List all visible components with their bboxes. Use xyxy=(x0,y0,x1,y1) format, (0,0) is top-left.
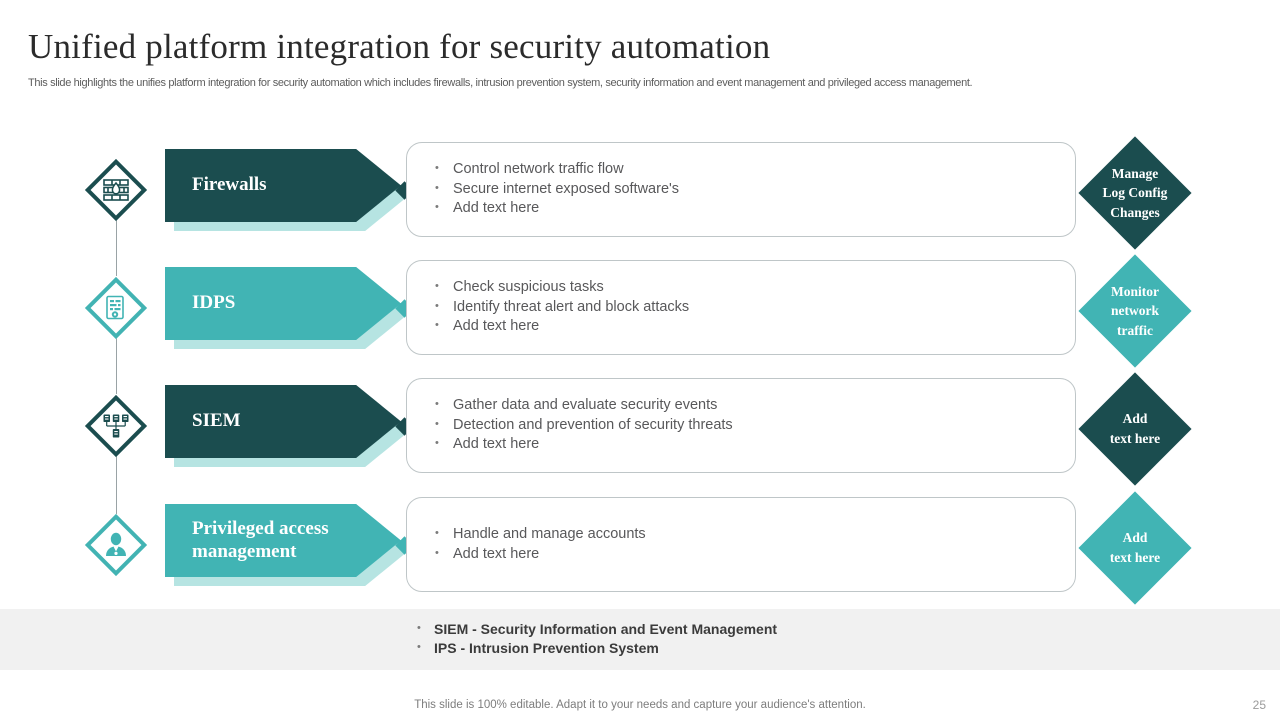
bullet-card: Control network traffic flow Secure inte… xyxy=(406,142,1076,237)
list-item: Detection and prevention of security thr… xyxy=(429,415,1075,436)
network-servers-icon xyxy=(84,394,148,458)
outcome-badge: Monitor network traffic xyxy=(1078,254,1192,368)
legend-item: SIEM - Security Information and Event Ma… xyxy=(412,619,777,639)
list-item: Control network traffic flow xyxy=(429,159,1075,180)
outcome-badge: Add text here xyxy=(1078,491,1192,605)
stage-arrow-privileged-access-management[interactable]: Privileged access management xyxy=(165,504,410,586)
process-row: IDPS Check suspicious tasks Identify thr… xyxy=(0,249,1280,368)
list-item: Secure internet exposed software's xyxy=(429,179,1075,200)
badge-text: Manage Log Config Changes xyxy=(1081,139,1189,247)
arrow-body: Firewalls xyxy=(165,149,401,222)
list-item: Check suspicious tasks xyxy=(429,277,1075,298)
bullet-card: Check suspicious tasks Identify threat a… xyxy=(406,260,1076,355)
footer-note: This slide is 100% editable. Adapt it to… xyxy=(414,699,866,711)
badge-line: Monitor xyxy=(1111,283,1159,299)
badge-line: Manage xyxy=(1111,165,1159,181)
list-item: Add text here xyxy=(429,544,1075,565)
privileged-user-icon xyxy=(84,513,148,577)
badge-text: Add text here xyxy=(1081,494,1189,602)
outcome-badge: Add text here xyxy=(1078,372,1192,486)
intrusion-detection-glyph xyxy=(86,278,146,338)
bullet-list: Control network traffic flow Secure inte… xyxy=(429,159,1075,219)
firewall-icon xyxy=(84,158,148,222)
connector-line xyxy=(116,220,117,276)
outcome-badge: Manage Log Config Changes xyxy=(1078,136,1192,250)
badge-line: Add xyxy=(1122,411,1148,427)
badge-line: Changes xyxy=(1110,204,1160,220)
badge-text: Monitor network traffic xyxy=(1081,257,1189,365)
badge-line: Log Config xyxy=(1102,185,1168,201)
list-item: Add text here xyxy=(429,434,1075,455)
list-item: Add text here xyxy=(429,316,1075,337)
badge-line: text here xyxy=(1109,550,1161,565)
badge-line: text here xyxy=(1109,431,1161,446)
process-row: SIEM Gather data and evaluate security e… xyxy=(0,367,1280,486)
bullet-card: Gather data and evaluate security events… xyxy=(406,378,1076,473)
firewall-glyph xyxy=(86,160,146,220)
bullet-list: Handle and manage accounts Add text here xyxy=(429,524,1075,565)
arrow-body: SIEM xyxy=(165,385,401,458)
badge-line: network xyxy=(1111,303,1159,319)
bullet-card: Handle and manage accounts Add text here xyxy=(406,497,1076,592)
arrow-label: SIEM xyxy=(192,410,241,432)
page-title: Unified platform integration for securit… xyxy=(28,27,771,66)
arrow-label: IDPS xyxy=(192,292,236,314)
connector-line xyxy=(116,338,117,394)
bullet-list: Gather data and evaluate security events… xyxy=(429,395,1075,455)
list-item: Identify threat alert and block attacks xyxy=(429,297,1075,318)
arrow-label: Firewalls xyxy=(192,174,267,196)
badge-text: Add text here xyxy=(1081,375,1189,483)
legend-item: IPS - Intrusion Prevention System xyxy=(412,638,777,658)
privileged-user-glyph xyxy=(86,515,146,575)
stage-arrow-firewalls[interactable]: Firewalls xyxy=(165,149,410,231)
list-item: Gather data and evaluate security events xyxy=(429,395,1075,416)
page-number: 25 xyxy=(1252,698,1266,712)
bullet-list: Check suspicious tasks Identify threat a… xyxy=(429,277,1075,337)
arrow-label: Privileged access management xyxy=(192,518,329,562)
intrusion-detection-icon xyxy=(84,276,148,340)
page-subtitle: This slide highlights the unifies platfo… xyxy=(28,77,973,89)
stage-arrow-idps[interactable]: IDPS xyxy=(165,267,410,349)
arrow-body: Privileged access management xyxy=(165,504,401,577)
network-servers-glyph xyxy=(86,396,146,456)
badge-line: traffic xyxy=(1117,322,1153,338)
stage-arrow-siem[interactable]: SIEM xyxy=(165,385,410,467)
process-row: Privileged access management Handle and … xyxy=(0,486,1280,605)
arrow-body: IDPS xyxy=(165,267,401,340)
list-item: Handle and manage accounts xyxy=(429,524,1075,545)
badge-line: Add xyxy=(1122,530,1148,546)
list-item: Add text here xyxy=(429,198,1075,219)
legend-list: SIEM - Security Information and Event Ma… xyxy=(412,619,777,658)
process-row: Firewalls Control network traffic flow S… xyxy=(0,131,1280,250)
connector-line xyxy=(116,456,117,514)
